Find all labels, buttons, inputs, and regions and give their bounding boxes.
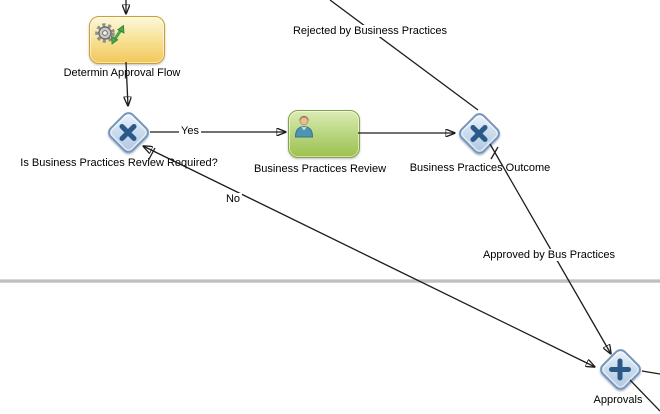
flow-label-no: No: [223, 193, 243, 205]
gateway-approvals[interactable]: [597, 346, 644, 393]
flow-out-of-approvals-right[interactable]: [641, 370, 660, 375]
user-task-person-icon: [294, 116, 314, 138]
parallel-gateway-plus-icon: [598, 347, 642, 391]
flow-rejected-by-business-practices[interactable]: [329, 0, 479, 111]
task-determine-approval-flow[interactable]: [89, 16, 165, 64]
gateway-label-approvals: Approvals: [593, 394, 643, 406]
task-label-determine-approval-flow: Determin Approval Flow: [63, 67, 181, 79]
business-rule-task-gear-icon: [95, 23, 125, 45]
flow-label-yes: Yes: [179, 125, 201, 137]
flow-out-of-approvals-bottom[interactable]: [629, 379, 660, 412]
default-flow-slash-marker: [147, 147, 156, 162]
flow-label-approved-by-bus-practices: Approved by Bus Practices: [480, 249, 618, 261]
flow-determine-to-gateway[interactable]: [126, 61, 128, 106]
flow-no-to-approvals[interactable]: [143, 146, 595, 367]
flow-label-rejected-by-business-practices: Rejected by Business Practices: [290, 25, 450, 37]
